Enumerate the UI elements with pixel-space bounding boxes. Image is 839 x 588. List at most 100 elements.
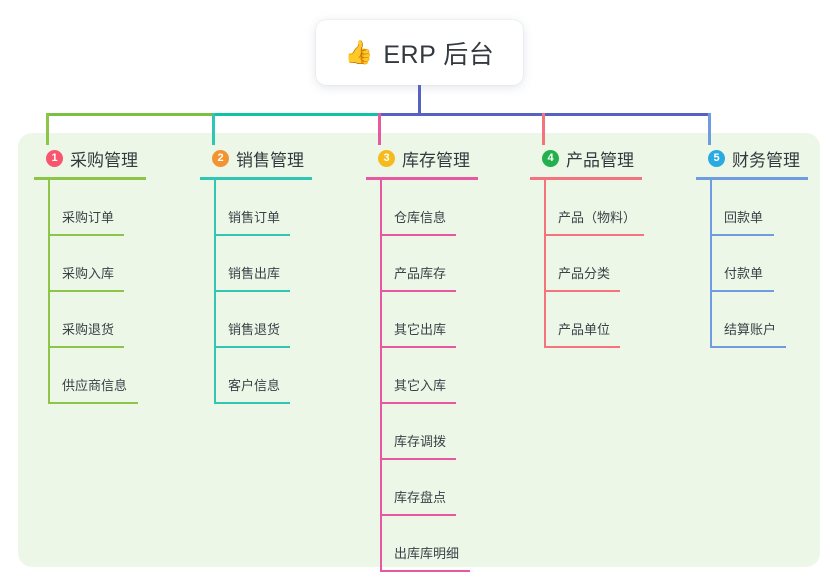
branch-column-4: 4 产品管理产品（物料） 产品分类产品单位 (530, 145, 680, 348)
branch-item-label: 采购入库 (62, 266, 115, 281)
branch-item[interactable]: 供应商信息 (48, 348, 184, 404)
branch-spine (544, 180, 546, 348)
branch-item-rule (48, 290, 124, 292)
branch-item-label: 仓库信息 (394, 210, 447, 225)
branch-item-label: 产品分类 (558, 266, 611, 281)
branch-drop-2 (212, 113, 215, 145)
branch-item[interactable]: 库存盘点 (380, 460, 516, 516)
branch-item[interactable]: 销售出库 (214, 236, 350, 292)
branch-item-list: 销售订单销售出库销售退货客户信息 (214, 180, 350, 404)
branch-item[interactable]: 回款单 (710, 180, 836, 236)
branch-item[interactable]: 产品分类 (544, 236, 680, 292)
branch-item-rule (710, 346, 786, 348)
branch-item-rule (214, 346, 290, 348)
branch-item-label: 销售订单 (228, 210, 281, 225)
branch-header-4[interactable]: 4 产品管理 (530, 145, 680, 171)
branch-item-label: 采购退货 (62, 322, 115, 337)
branch-item[interactable]: 结算账户 (710, 292, 836, 348)
branch-item[interactable]: 付款单 (710, 236, 836, 292)
branch-item-label: 采购订单 (62, 210, 115, 225)
branch-number-badge: 5 (708, 149, 725, 167)
branch-drop-4 (542, 113, 545, 145)
branch-item[interactable]: 其它入库 (380, 348, 516, 404)
branch-header-3[interactable]: 3 库存管理 (366, 145, 516, 171)
branch-item-rule (380, 402, 456, 404)
branch-number-badge: 2 (212, 149, 229, 167)
branch-header-rule (366, 177, 478, 180)
branch-item[interactable]: 其它出库 (380, 292, 516, 348)
branch-title: 销售管理 (236, 150, 304, 170)
branch-drop-3 (378, 113, 381, 145)
branch-column-3: 3 库存管理仓库信息产品库存其它出库其它入库库存调拨库存盘点出库库明细 (366, 145, 516, 572)
branch-item-label: 产品（物料） (558, 210, 637, 225)
branch-item-label: 库存盘点 (394, 490, 447, 505)
branch-header-2[interactable]: 2 销售管理 (200, 145, 350, 171)
branch-item-rule (214, 290, 290, 292)
branch-item-rule (48, 234, 124, 236)
branch-item-rule (214, 402, 290, 404)
branch-item-list: 采购订单采购入库采购退货供应商信息 (48, 180, 184, 404)
branch-spine (710, 180, 712, 348)
branch-item[interactable]: 库存调拨 (380, 404, 516, 460)
branch-header-rule (530, 177, 642, 180)
branch-item-rule (380, 570, 470, 572)
branch-item-label: 出库库明细 (394, 546, 460, 561)
branch-item-rule (710, 290, 774, 292)
branch-item[interactable]: 产品（物料） (544, 180, 680, 236)
branch-item[interactable]: 客户信息 (214, 348, 350, 404)
root-node-title: ERP 后台 (383, 40, 495, 69)
branch-item-rule (48, 402, 138, 404)
branch-title: 采购管理 (70, 150, 138, 170)
branch-item-rule (544, 346, 620, 348)
branch-title: 产品管理 (566, 150, 634, 170)
branch-item-list: 产品（物料） 产品分类产品单位 (544, 180, 680, 348)
branch-item[interactable]: 采购订单 (48, 180, 184, 236)
branch-item-rule (710, 234, 774, 236)
branch-number-badge: 3 (378, 149, 395, 167)
branch-item-rule (380, 514, 456, 516)
branch-bar-left (46, 113, 212, 116)
diagram-background-panel (18, 133, 820, 567)
branch-drop-5 (708, 113, 711, 145)
branch-item-label: 其它入库 (394, 378, 447, 393)
branch-item-rule (544, 234, 644, 236)
branch-item-label: 付款单 (724, 266, 764, 281)
root-connector-stem (418, 85, 421, 116)
branch-item[interactable]: 销售退货 (214, 292, 350, 348)
branch-item[interactable]: 销售订单 (214, 180, 350, 236)
branch-item-list: 仓库信息产品库存其它出库其它入库库存调拨库存盘点出库库明细 (380, 180, 516, 572)
branch-item-rule (380, 346, 456, 348)
branch-number-badge: 4 (542, 149, 559, 167)
branch-item-rule (544, 290, 620, 292)
branch-item[interactable]: 采购退货 (48, 292, 184, 348)
branch-item-label: 结算账户 (724, 322, 777, 337)
branch-header-rule (696, 177, 808, 180)
root-node-card[interactable]: 👍 ERP 后台 (316, 20, 523, 85)
branch-item-rule (380, 234, 456, 236)
branch-title: 库存管理 (402, 150, 470, 170)
branch-item-rule (214, 234, 290, 236)
branch-item-label: 供应商信息 (62, 378, 128, 393)
branch-item[interactable]: 仓库信息 (380, 180, 516, 236)
branch-item-label: 其它出库 (394, 322, 447, 337)
branch-spine (214, 180, 216, 404)
branch-item-label: 销售退货 (228, 322, 281, 337)
branch-item-rule (380, 458, 456, 460)
branch-header-rule (34, 177, 146, 180)
branch-item[interactable]: 产品单位 (544, 292, 680, 348)
branch-drop-1 (46, 113, 49, 145)
branch-header-rule (200, 177, 312, 180)
branch-item[interactable]: 出库库明细 (380, 516, 516, 572)
branch-item-label: 回款单 (724, 210, 764, 225)
branch-item-rule (48, 346, 124, 348)
branch-item[interactable]: 产品库存 (380, 236, 516, 292)
root-node-content: 👍 ERP 后台 (345, 35, 495, 71)
branch-item[interactable]: 采购入库 (48, 236, 184, 292)
branch-item-rule (380, 290, 456, 292)
branch-spine (48, 180, 50, 404)
